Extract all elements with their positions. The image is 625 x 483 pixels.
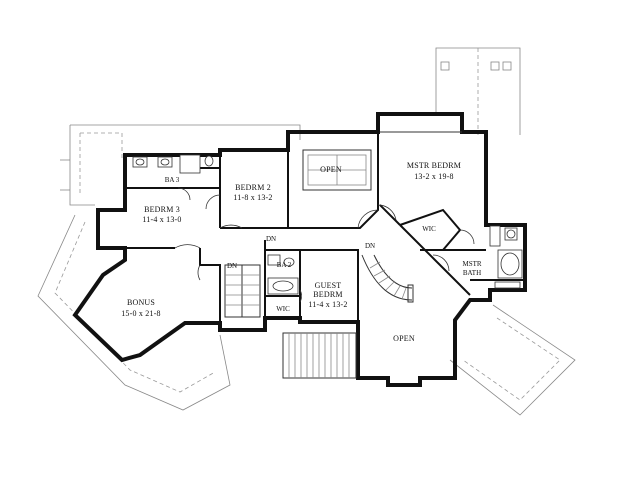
mstr-bedrm-label: MSTR BEDRM xyxy=(407,161,461,170)
exterior-walls xyxy=(72,112,527,387)
stair-dn-center: DN xyxy=(266,235,276,243)
fixtures xyxy=(132,154,523,295)
bonus-size: 15-0 x 21-8 xyxy=(121,309,161,318)
bedrm3-size: 11-4 x 13-0 xyxy=(142,215,181,224)
mstr-bath-label-2: BATH xyxy=(463,269,481,277)
room-labels: MSTR BEDRM 13-2 x 19-8 OPEN BEDRM 2 11-8… xyxy=(121,161,482,343)
wic-guest-label: WIC xyxy=(276,305,290,313)
bedrm2-size: 11-8 x 13-2 xyxy=(233,193,272,202)
open-areas xyxy=(302,131,462,191)
mstr-bath-label-1: MSTR xyxy=(462,260,481,268)
mstr-bedrm-size: 13-2 x 19-8 xyxy=(414,172,454,181)
bedrm2-label: BEDRM 2 xyxy=(235,183,271,192)
bedrm3-label: BEDRM 3 xyxy=(144,205,180,214)
stair-dn-left: DN xyxy=(227,262,237,270)
guest-bedrm-label-1: GUEST xyxy=(315,281,342,290)
stairs xyxy=(224,254,414,318)
interior-walls xyxy=(125,132,525,323)
bonus-label: BONUS xyxy=(127,298,155,307)
guest-bedrm-label-2: BEDRM xyxy=(313,290,342,299)
deck-railing xyxy=(282,332,357,379)
doors xyxy=(174,187,475,303)
open-top-label: OPEN xyxy=(320,165,342,174)
ba3-label: BA 3 xyxy=(165,176,180,184)
wic-master-label: WIC xyxy=(422,225,436,233)
open-bottom-label: OPEN xyxy=(393,334,415,343)
stair-dn-right: DN xyxy=(365,242,375,250)
ba2-label: BA 2 xyxy=(277,261,292,269)
roof-outlines xyxy=(37,47,576,416)
guest-bedrm-size: 11-4 x 13-2 xyxy=(308,300,347,309)
